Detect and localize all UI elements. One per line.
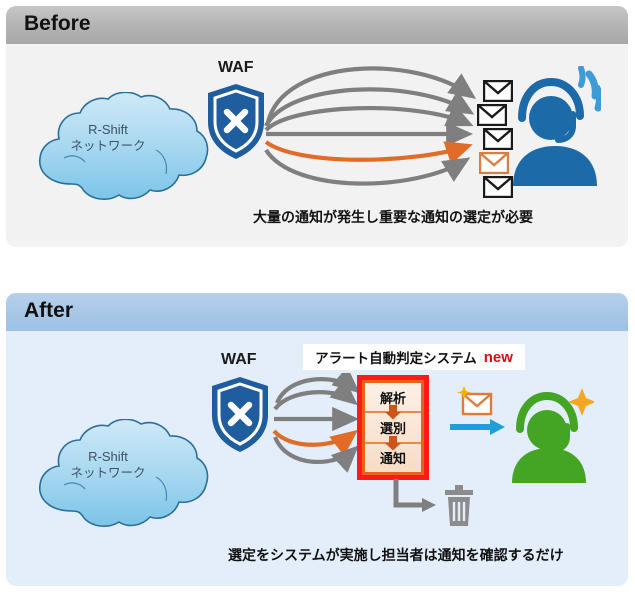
- cloud-shape-after: [39, 419, 209, 527]
- mail-icon: [483, 80, 513, 102]
- process-step-filter: 選別: [365, 413, 421, 451]
- panel-after: After R-Shift ネットワーク WAF: [6, 293, 628, 586]
- mail-icon: [483, 128, 513, 150]
- trash-icon: [445, 485, 473, 526]
- cloud-shape-before: [39, 92, 209, 200]
- alert-system-box: 解析 選別 通知: [357, 375, 429, 480]
- panel-after-stage: R-Shift ネットワーク WAF: [6, 331, 628, 586]
- discard-arrow-icon: [393, 479, 436, 512]
- panel-before-header: [6, 6, 628, 44]
- panel-before-stage: R-Shift ネットワーク WAF: [6, 44, 628, 247]
- alert-system-title-box: アラート自動判定システム new: [303, 344, 525, 370]
- waf-shield-icon-after: [212, 377, 268, 452]
- alert-system-new-badge: new: [483, 348, 513, 366]
- mail-icon: [483, 176, 513, 198]
- caption-after: 選定をシステムが実施し担当者は通知を確認するだけ: [228, 547, 564, 563]
- notification-arrows-before: [264, 66, 477, 186]
- process-step-label: 選別: [379, 420, 406, 436]
- caption-before: 大量の通知が発生し重要な通知の選定が必要: [253, 209, 533, 225]
- output-mail-icon: [457, 386, 493, 416]
- process-step-analyze: 解析: [365, 383, 421, 420]
- down-arrow-icon: [385, 405, 401, 420]
- waf-shield-icon-before: [208, 84, 264, 159]
- notification-arrows-after: [272, 373, 360, 473]
- mail-icon: [477, 104, 507, 126]
- alert-system-title: アラート自動判定システム: [315, 351, 477, 366]
- panel-before: Before R-Shift ネットワーク WAF: [6, 6, 628, 247]
- process-step-notify: 通知: [365, 444, 421, 472]
- operator-icon-before: [513, 66, 601, 186]
- process-step-label: 通知: [379, 451, 406, 467]
- mail-icon-highlighted: [479, 152, 509, 174]
- panel-after-title: After: [24, 299, 74, 322]
- operator-icon-after: [512, 388, 594, 483]
- down-arrow-icon: [385, 435, 401, 451]
- alert-system-box-inner: 解析 選別 通知: [362, 380, 424, 475]
- waf-label-before: WAF: [218, 59, 254, 76]
- panel-after-header: [6, 293, 628, 331]
- waf-label-after: WAF: [221, 351, 257, 368]
- process-step-label: 解析: [379, 390, 406, 406]
- output-arrow-icon: [450, 419, 505, 435]
- panel-before-title: Before: [24, 12, 91, 35]
